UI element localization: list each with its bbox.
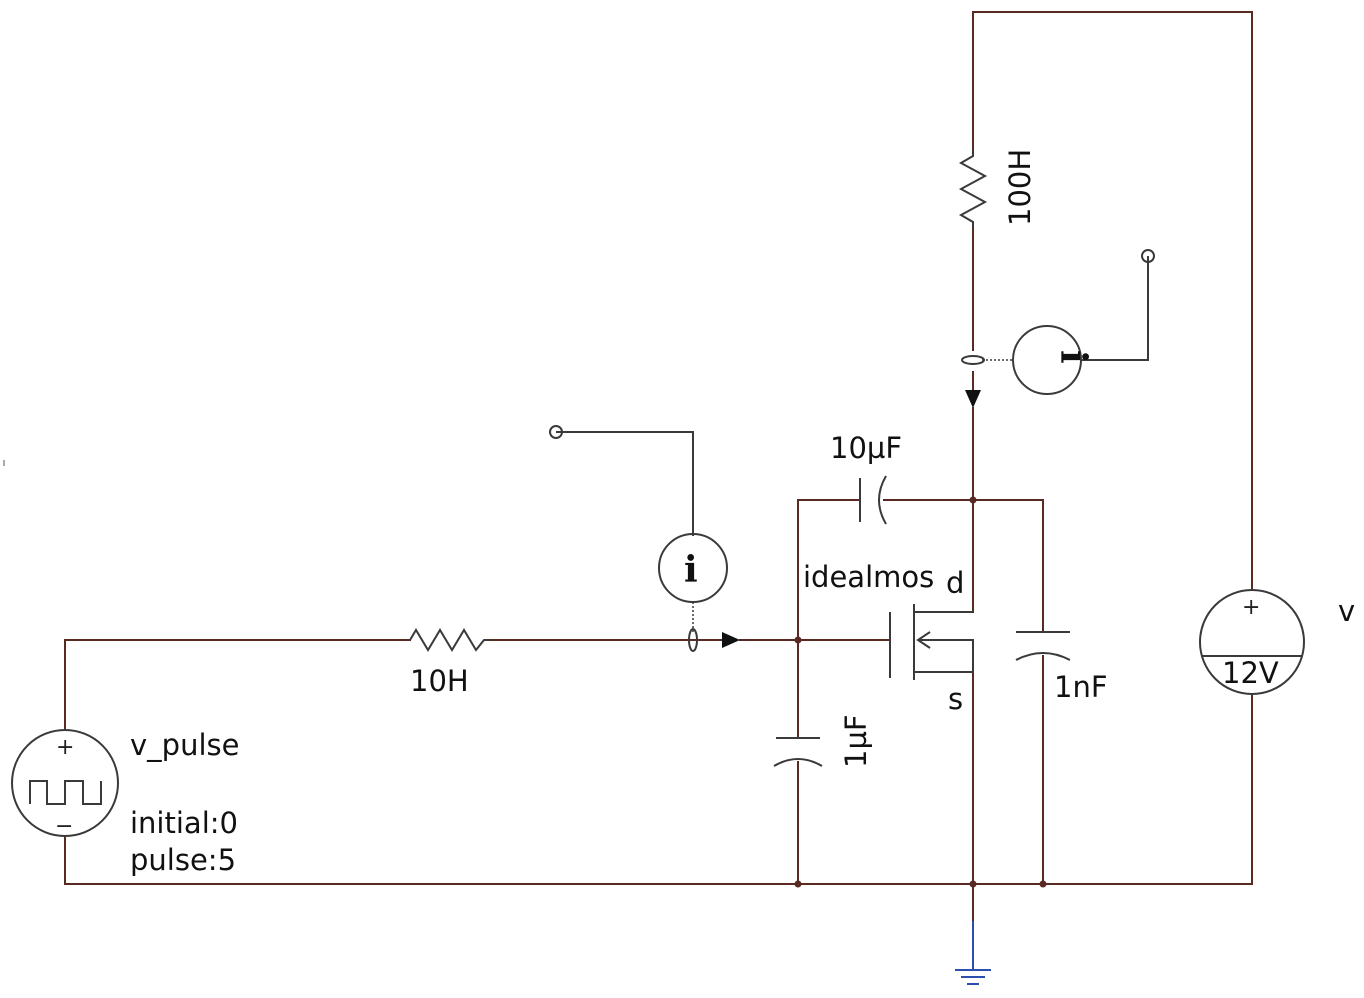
junctions <box>794 496 1047 888</box>
drain-probe-lead <box>1082 256 1149 361</box>
dc-supply-value: 12V <box>1222 656 1279 690</box>
junction-drain-top <box>969 496 977 504</box>
drain-capacitor-label: 1nF <box>1054 670 1108 704</box>
pulse-source[interactable]: + − <box>11 729 119 839</box>
drain-probe-terminal <box>1141 249 1155 263</box>
wires <box>64 11 1253 885</box>
mosfet-source-lead <box>914 639 974 673</box>
feedback-capacitor[interactable] <box>859 475 887 525</box>
mosfet-drain-pin-label: d <box>946 566 964 600</box>
mosfet-source-pin-label: s <box>948 682 963 716</box>
gate-probe-terminal <box>549 425 563 439</box>
drain-current-clamp <box>961 355 985 365</box>
ground-icon <box>955 920 991 985</box>
gate-current-clamp <box>688 628 698 652</box>
mosfet-arrow-icon <box>916 631 931 649</box>
gate-ammeter-i: i <box>684 549 698 591</box>
square-wave-icon <box>29 780 102 805</box>
drain-ammeter <box>1012 325 1082 395</box>
junction-gate <box>794 636 802 644</box>
gate-current-probe[interactable]: i <box>549 425 740 652</box>
pulse-source-plus: + <box>56 735 74 760</box>
mosfet[interactable] <box>889 604 974 680</box>
gate-capacitor[interactable] <box>773 737 823 767</box>
drain-current-arrow-icon <box>965 390 981 408</box>
junction-ground-a <box>794 880 802 888</box>
gate-resistor[interactable] <box>409 628 490 652</box>
dc-supply-plus: + <box>1242 595 1260 620</box>
mosfet-model-label: idealmos <box>803 560 934 594</box>
pulse-source-minus: − <box>55 814 73 839</box>
drain-resistor[interactable] <box>958 150 988 228</box>
dc-supply-name: v <box>1338 594 1355 628</box>
wire-ground-rail <box>64 837 1253 885</box>
gate-capacitor-label: 1µF <box>839 714 873 768</box>
drain-resistor-label: 100H <box>1003 149 1037 226</box>
drain-capacitor[interactable] <box>1015 631 1071 661</box>
drain-current-probe[interactable]: i <box>961 249 1155 408</box>
gate-resistor-label: 10H <box>410 664 469 698</box>
gate-current-arrow-icon <box>722 632 740 648</box>
feedback-capacitor-label: 10µF <box>830 431 902 465</box>
pulse-source-pulse: pulse:5 <box>130 843 236 877</box>
pulse-source-initial: initial:0 <box>130 806 238 840</box>
dc-supply[interactable]: + <box>1199 589 1305 695</box>
junction-ground-c <box>1039 880 1047 888</box>
pulse-source-name: v_pulse <box>130 728 239 762</box>
wire-source-to-gate-resistor <box>64 639 411 729</box>
gate-probe-lead <box>556 431 694 536</box>
wire-supply-top <box>972 11 1253 591</box>
drain-ammeter-i: i <box>1052 350 1094 364</box>
